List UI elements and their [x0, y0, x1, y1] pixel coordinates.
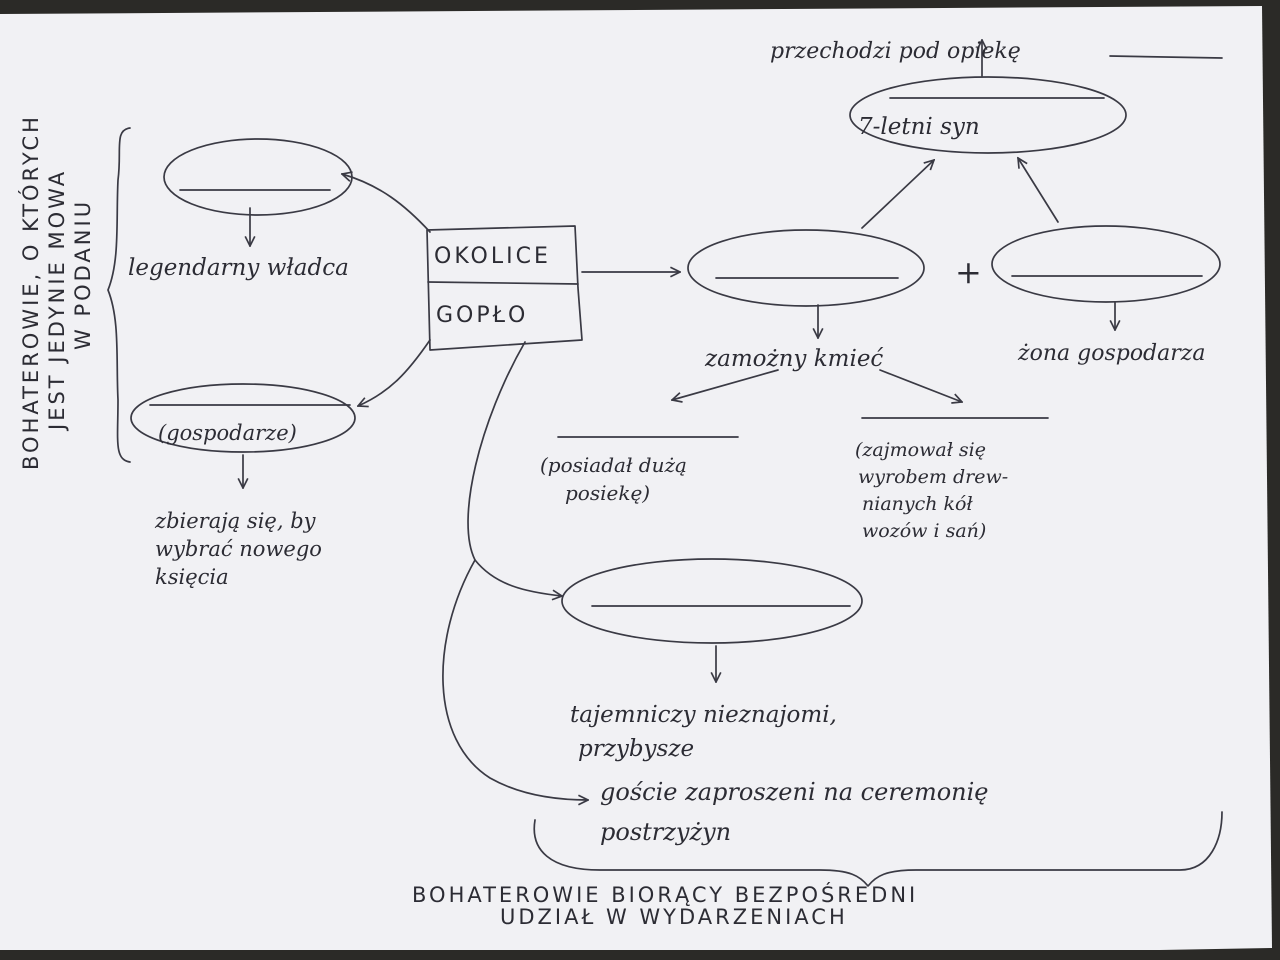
stranger-note-line-1: tajemniczy nieznajomi, — [570, 702, 837, 728]
left-bottom-oval — [130, 383, 356, 453]
left-caption-line-1: BOHATEROWIE, O KTÓRYCH — [18, 114, 43, 470]
left-bottom-note-line-3: księcia — [155, 565, 229, 589]
center-box-divider — [427, 281, 579, 285]
arrow-wife-to-son — [1018, 158, 1059, 223]
right-main-left-note-line-1: (posiadał dużą — [540, 453, 687, 477]
right-main-right-note-line-1: (zajmował się — [855, 439, 986, 461]
left-caption: BOHATEROWIE, O KTÓRYCH JEST JEDYNIE MOWA… — [18, 114, 95, 470]
right-main-oval — [687, 229, 925, 307]
son-care-blank-line — [1109, 55, 1223, 59]
arrow-to-left-bottom — [358, 339, 431, 406]
left-curly-brace — [107, 127, 131, 463]
left-top-note: legendarny władca — [128, 255, 349, 281]
son-care-text: przechodzi pod opiekę — [770, 39, 1021, 64]
stranger-note-line-2: przybysze — [578, 736, 694, 762]
left-bottom-oval-text: (gospodarze) — [158, 421, 297, 445]
guests-line-1: goście zaproszeni na ceremonię — [600, 778, 989, 806]
arrow-to-right-note — [879, 369, 962, 402]
son-oval-text: 7-letni syn — [858, 114, 980, 140]
arrow-main-to-son — [861, 160, 934, 229]
bottom-caption-line-2: UDZIAŁ W WYDARZENIACH — [500, 905, 848, 929]
left-bottom-note-line-1: zbierają się, by — [154, 509, 317, 533]
wife-oval — [991, 225, 1221, 303]
right-main-right-note-line-2: wyrobem drew- — [858, 466, 1008, 488]
arrow-to-guests — [442, 559, 588, 800]
right-main-right-note-line-3: nianych kół — [862, 493, 973, 515]
left-caption-line-3: W PODANIU — [71, 199, 95, 350]
son-oval — [849, 76, 1127, 154]
arrow-to-left-top — [342, 174, 431, 233]
center-box-line-1: OKOLICE — [434, 244, 551, 269]
right-main-right-note-line-4: wozów i sań) — [862, 520, 986, 542]
bottom-curly-brace — [533, 811, 1223, 887]
arrow-to-stranger — [467, 341, 562, 596]
center-box — [426, 225, 583, 351]
wife-note: żona gospodarza — [1017, 341, 1205, 366]
guests-line-2: postrzyżyn — [600, 818, 731, 846]
plus-sign: + — [955, 253, 982, 291]
right-main-note: zamożny kmieć — [704, 346, 883, 372]
right-main-left-note-line-2: posiekę) — [565, 481, 650, 505]
left-bottom-note-line-2: wybrać nowego — [155, 537, 322, 561]
paper-sheet — [0, 6, 1272, 950]
center-box-line-2: GOPŁO — [436, 303, 528, 328]
arrow-to-left-note — [672, 369, 779, 400]
bottom-caption-line-1: BOHATEROWIE BIORĄCY BEZPOŚREDNI — [412, 882, 918, 907]
stranger-oval — [561, 558, 863, 644]
left-caption-line-2: JEST JEDYNIE MOWA — [45, 169, 69, 432]
